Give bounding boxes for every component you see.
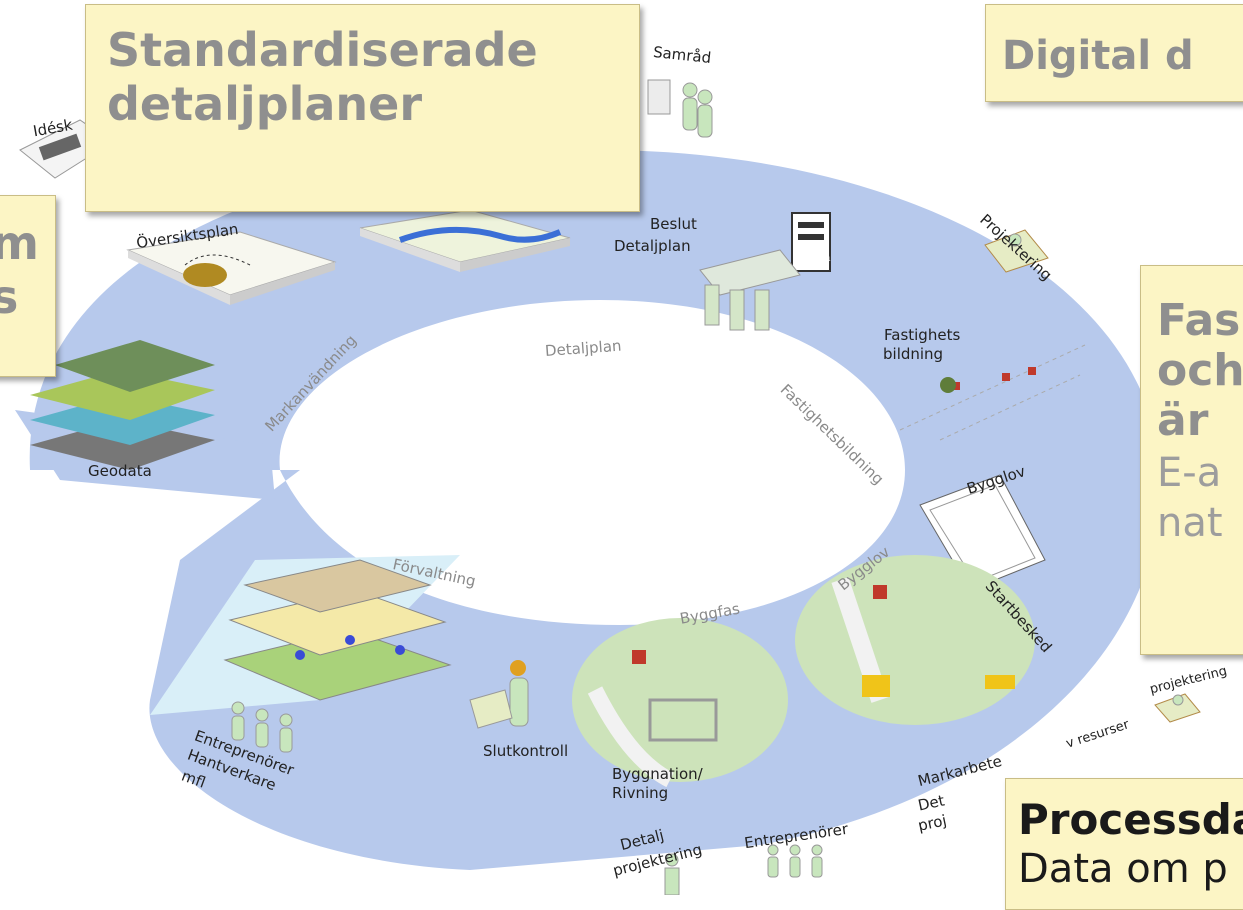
slutkontroll-person — [469, 660, 529, 729]
label-fastighets: Fastighets — [884, 326, 961, 344]
callout-processdata-title: Processda — [1018, 795, 1243, 844]
callout-fastighet-text-2: nat — [1157, 500, 1223, 546]
callout-left-partial: m s — [0, 195, 56, 377]
callout-standardiserade-detaljplaner: Standardiserade detaljplaner — [85, 4, 640, 212]
byggnation-site — [572, 618, 788, 788]
callout-processdata: Processda Data om p — [1005, 778, 1243, 910]
label-bildning: bildning — [883, 345, 944, 363]
projektering-worker — [984, 229, 1049, 273]
label-detaljplan: Detaljplan — [614, 237, 691, 255]
property-parcels — [899, 344, 1086, 441]
samrad-people — [647, 79, 713, 138]
meeting-table — [699, 249, 801, 331]
label-rivning: Rivning — [612, 784, 669, 802]
plan-document-text: Detaljplan Fastighets 2016-06-01 — [796, 240, 831, 264]
plan-document — [791, 212, 831, 272]
entreprenorer-workers-bottom — [767, 844, 823, 878]
geodata-layers — [30, 340, 215, 470]
callout-standardiserade-line-1: Standardiserade — [107, 23, 538, 77]
callout-fastighet-line-3: är — [1157, 395, 1209, 446]
plan-document-line-1: Detaljplan — [796, 240, 827, 247]
oversiktsplan-map — [126, 231, 337, 305]
label-slutkontroll: Slutkontroll — [483, 742, 569, 760]
label-geodata: Geodata — [88, 462, 152, 480]
callout-fastighet-text-1: E-a — [1157, 450, 1222, 496]
callout-left-line-1: m — [0, 216, 39, 270]
forvaltning-city — [223, 559, 452, 701]
label-byggnation: Byggnation/ — [612, 765, 703, 783]
resurser-worker — [1154, 693, 1201, 723]
label-beslut: Beslut — [650, 215, 697, 233]
detaljplan-map — [359, 209, 571, 272]
callout-processdata-text: Data om p — [1018, 846, 1228, 892]
callout-fastighet: Fas och är E-a nat — [1140, 265, 1243, 655]
callout-standardiserade-line-2: detaljplaner — [107, 77, 423, 131]
callout-left-line-2: s — [0, 270, 18, 324]
startbesked-site — [795, 555, 1035, 725]
callout-digital-title: Digital d — [1002, 33, 1194, 79]
callout-fastighet-line-1: Fas — [1157, 295, 1241, 346]
plan-document-line-2: Fastighets — [796, 248, 827, 255]
callout-digital: Digital d — [985, 4, 1243, 102]
entreprenorer-workers-left — [231, 701, 293, 753]
callout-fastighet-line-2: och — [1157, 345, 1243, 396]
plan-document-line-3: 2016-06-01 — [796, 256, 831, 263]
detalj-projektering-worker — [664, 853, 680, 895]
